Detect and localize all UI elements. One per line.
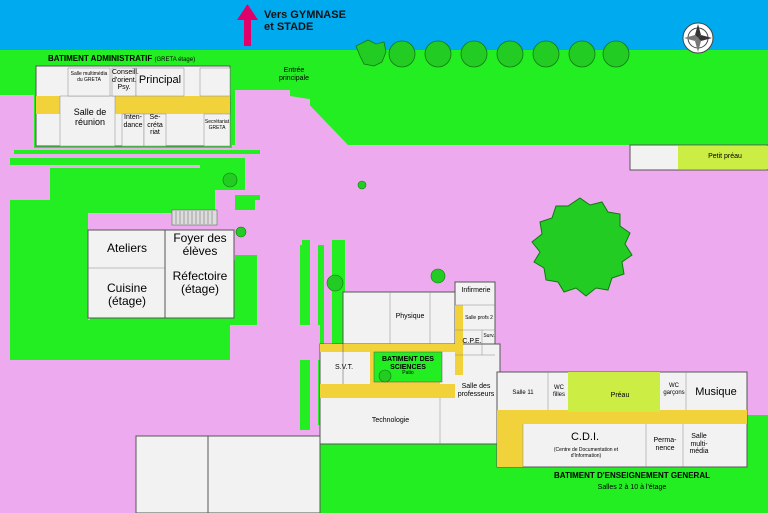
- compass-rose-icon: [682, 22, 714, 54]
- room-cdi-detail: (Centre de Documentation et d'Informatio…: [553, 447, 619, 459]
- room-physique: Physique: [395, 313, 425, 320]
- petit-preau-label: Petit préau: [708, 153, 742, 160]
- room-svt: S.V.T.: [334, 364, 354, 371]
- tree-icon: [222, 172, 238, 188]
- tree-icon: [388, 40, 416, 68]
- north-arrow-icon: [237, 4, 258, 46]
- tree-icon: [357, 180, 367, 190]
- admin-building: [34, 64, 232, 148]
- sciences-building-title: BATIMENT DES SCIENCES Patio: [382, 356, 434, 377]
- tree-icon: [532, 40, 560, 68]
- room-foyer-eleves: Foyer des élèves: [173, 231, 227, 259]
- large-tree-icon: [531, 197, 633, 297]
- preau-label: Préau: [610, 392, 630, 399]
- general-building-title: BATIMENT D'ENSEIGNEMENT GENERAL: [554, 471, 710, 480]
- room-cpe: C.P.E.: [462, 338, 482, 345]
- general-building: [496, 371, 748, 468]
- room-salle-multimedia: Salle multi- média: [689, 433, 709, 456]
- annex-buildings: [135, 435, 321, 513]
- tree-icon: [602, 40, 630, 68]
- shrubs: [222, 172, 446, 383]
- room-salle-multimedia-greta: Salle multimédia du GRETA: [70, 71, 108, 83]
- room-conseiller-orientation: Conseill. d'orient. Psy.: [112, 69, 139, 92]
- room-refectoire: Réfectoire (étage): [172, 269, 228, 297]
- room-salle-professeurs: Salle des professeurs: [457, 383, 495, 398]
- room-wc-filles: WC filles: [552, 385, 565, 398]
- tree-icon: [326, 274, 344, 292]
- room-salle-profs-2: Salle profs 2: [465, 315, 493, 321]
- room-salle-reunion: Salle de réunion: [73, 107, 107, 127]
- tree-icon: [355, 39, 387, 67]
- room-permanence: Perma- nence: [653, 437, 677, 452]
- tree-row: [355, 39, 630, 68]
- tree-icon: [430, 268, 446, 284]
- tree-icon: [424, 40, 452, 68]
- admin-building-title: BATIMENT ADMINISTRATIF (GRETA étage): [48, 54, 196, 63]
- room-technologie: Technologie: [371, 417, 410, 424]
- room-secretariat-greta: Secrétariat GRETA: [204, 119, 230, 131]
- room-wc-garcons: WC garçons: [663, 383, 685, 396]
- room-cdi: C.D.I.: [570, 431, 600, 443]
- room-surveillants: Surv.: [483, 333, 495, 339]
- tree-icon: [568, 40, 596, 68]
- petit-preau: [629, 144, 768, 171]
- tree-icon: [378, 369, 392, 383]
- ateliers-building: [87, 209, 235, 319]
- general-building-subtitle: Salles 2 à 10 à l'étage: [597, 484, 667, 491]
- room-musique: Musique: [695, 386, 737, 398]
- tree-icon: [460, 40, 488, 68]
- room-ateliers: Ateliers: [106, 241, 147, 255]
- room-salle-11: Salle 11: [512, 390, 534, 396]
- main-entrance-label: Entrée principale: [279, 67, 309, 82]
- room-cuisine: Cuisine (étage): [106, 281, 148, 309]
- room-secretariat: Se- créta riat: [147, 114, 163, 137]
- sciences-building: [319, 281, 501, 445]
- tree-icon: [235, 226, 247, 238]
- room-infirmerie: Infirmerie: [461, 287, 491, 294]
- room-intendance: Inten- dance: [123, 114, 143, 129]
- room-principal: Principal: [138, 74, 182, 86]
- tree-icon: [496, 40, 524, 68]
- north-destination-label: Vers GYMNASE et STADE: [264, 9, 346, 34]
